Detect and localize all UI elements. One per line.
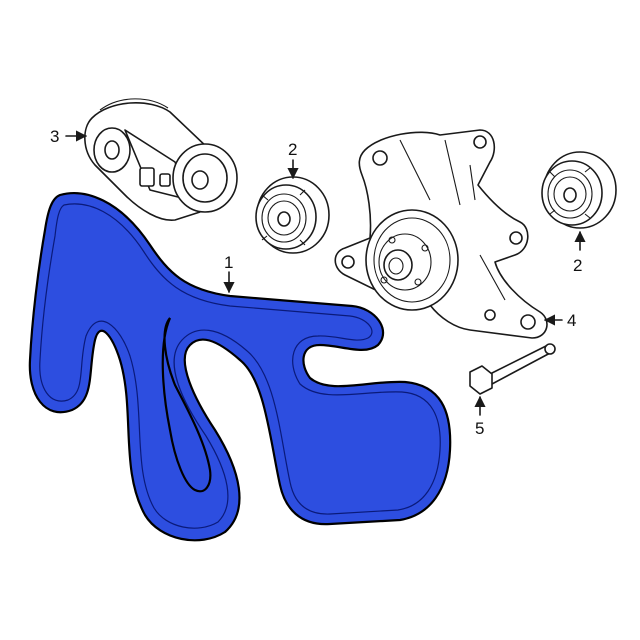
callout-label-idler-left: 2 [288,140,297,159]
serpentine-belt[interactable] [28,192,452,542]
callout-label-belt: 1 [224,253,233,272]
bolt[interactable] [469,343,556,395]
callout-label-idler-right: 2 [573,256,582,275]
callout-label-bolt: 5 [475,419,484,438]
idler-pulley-left[interactable] [255,176,330,254]
callout-leaders [65,130,586,416]
idler-pulley-right[interactable] [541,151,617,229]
callout-label-tensioner: 3 [50,127,59,146]
callout-label-water-pump-bracket: 4 [567,311,576,330]
water-pump-bracket[interactable] [334,129,548,339]
belt-tensioner[interactable] [84,98,238,221]
